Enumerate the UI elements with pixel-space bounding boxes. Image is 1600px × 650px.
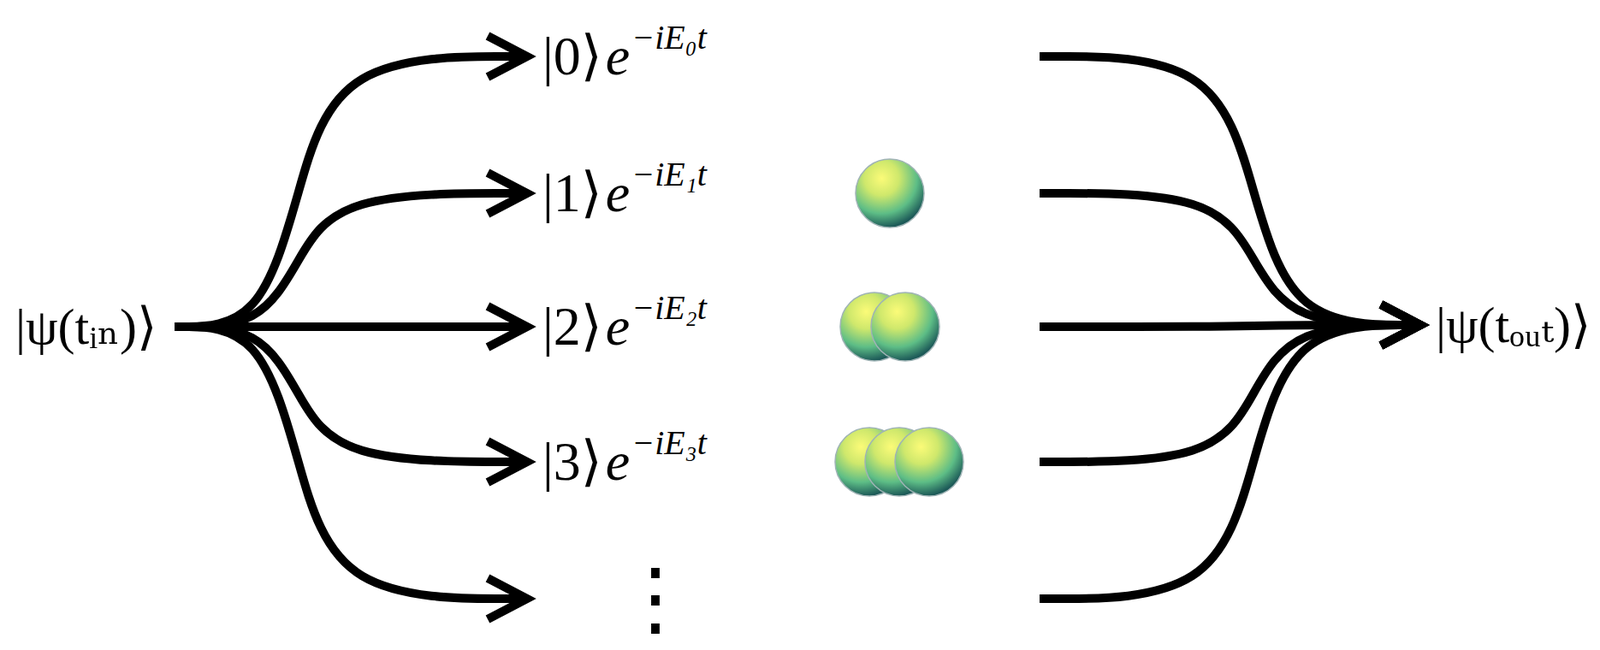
ellipsis-text: ⋮ <box>614 557 697 640</box>
evolution-arrow <box>174 193 528 327</box>
particle-ball <box>871 292 940 362</box>
state-text: |1⟩ <box>542 165 603 221</box>
evolution-arrow <box>1039 325 1421 599</box>
state-text: |ψ(tₒᵤₜ)⟩ <box>1435 299 1591 351</box>
state-label: ⋮ <box>537 554 1032 644</box>
fock-state-term: |1⟩e−iE₁t <box>537 162 1032 225</box>
phase-exponent: −iE₀t <box>631 20 707 55</box>
phase-base: e <box>605 434 630 490</box>
particle-group <box>835 427 964 497</box>
phase-exponent: −iE₁t <box>631 157 707 192</box>
evolution-arrow <box>1039 325 1421 463</box>
fock-state-term: |0⟩e−iE₀t <box>537 25 1032 88</box>
phase-exponent: −iE₂t <box>631 290 707 326</box>
connector-group <box>174 56 1421 599</box>
state-text: |0⟩ <box>542 29 603 84</box>
phase-exponent: −iE₃t <box>631 426 707 461</box>
particle-ball <box>894 427 964 497</box>
evolution-arrow <box>1039 56 1421 326</box>
state-text: |2⟩ <box>542 299 603 355</box>
evolution-arrow <box>174 326 528 463</box>
particle-group <box>840 292 940 362</box>
phase-base: e <box>605 299 630 355</box>
state-text: |3⟩ <box>542 434 603 490</box>
phase-base: e <box>605 29 630 84</box>
fock-state-term: |2⟩e−iE₂t <box>537 296 1032 358</box>
particle-group <box>855 159 925 228</box>
evolution-arrow <box>174 326 528 599</box>
fock-state-term: |3⟩e−iE₃t <box>537 431 1032 493</box>
state-text: |ψ(tᵢₙ)⟩ <box>15 301 157 353</box>
evolution-arrow <box>1039 193 1421 326</box>
state-label: |ψ(tₒᵤₜ)⟩ <box>1430 296 1600 355</box>
evolution-arrow <box>174 56 528 327</box>
phase-base: e <box>605 165 630 221</box>
particle-ball <box>855 159 925 228</box>
state-label: |ψ(tᵢₙ)⟩ <box>10 297 166 356</box>
